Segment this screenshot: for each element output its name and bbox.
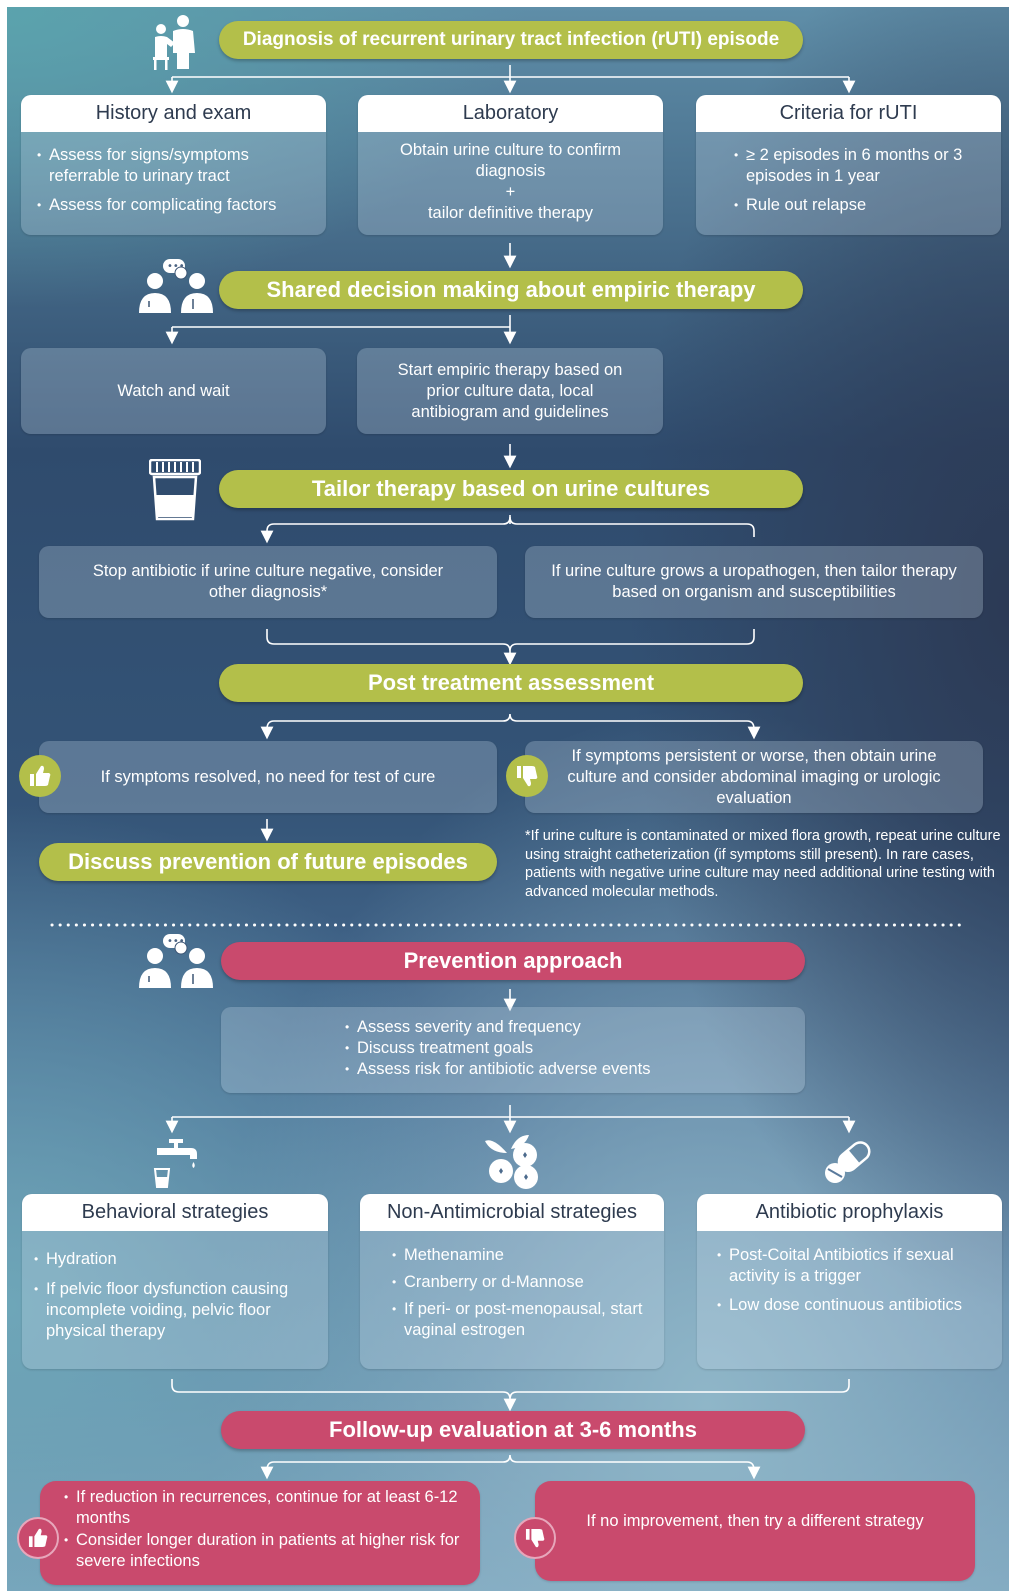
- culture-positive-box: If urine culture grows a uropathogen, th…: [525, 546, 983, 618]
- svg-text:•••: •••: [167, 936, 185, 947]
- criteria-header: Criteria for rUTI: [696, 95, 1001, 132]
- step2-title: Shared decision making about empiric the…: [266, 277, 756, 302]
- thumbs-up-icon-2: [17, 1517, 59, 1559]
- doctors-discussion-icon: •••: [137, 257, 217, 315]
- improved-item-1: If reduction in recurrences, continue fo…: [62, 1487, 466, 1529]
- non-antimicrobial-header: Non-Antimicrobial strategies: [360, 1194, 664, 1231]
- followup-title: Follow-up evaluation at 3-6 months: [329, 1417, 697, 1442]
- doctors-discussion-icon-2: •••: [137, 932, 217, 990]
- criteria-box: Criteria for rUTI ≥ 2 episodes in 6 mont…: [696, 95, 1001, 235]
- history-exam-box: History and exam Assess for signs/sympto…: [21, 95, 326, 235]
- laboratory-plus: +: [505, 183, 516, 201]
- prevention-item-3: Assess risk for antibiotic adverse event…: [343, 1059, 650, 1080]
- prevention-item-1: Assess severity and frequency: [343, 1017, 650, 1038]
- prevention-title: Prevention approach: [403, 948, 623, 973]
- symptoms-persistent-box: If symptoms persistent or worse, then ob…: [525, 741, 983, 813]
- footnote: *If urine culture is contaminated or mix…: [525, 828, 1001, 900]
- watch-wait-box: Watch and wait: [21, 348, 326, 434]
- symptoms-resolved-text: If symptoms resolved, no need for test o…: [100, 767, 436, 786]
- laboratory-header: Laboratory: [358, 95, 663, 132]
- improved-item-2: Consider longer duration in patients at …: [62, 1530, 466, 1572]
- antibiotic-prophylaxis-box: Antibiotic prophylaxis Post-Coital Antib…: [697, 1194, 1002, 1369]
- thumbs-down-icon: [506, 755, 548, 797]
- doctor-patient-icon: [149, 13, 201, 71]
- flowchart-canvas: Diagnosis of recurrent urinary tract inf…: [7, 7, 1009, 1591]
- antibiotic-item-1: Post-Coital Antibiotics if sexual activi…: [715, 1245, 994, 1287]
- discuss-prevention-pill: Discuss prevention of future episodes: [39, 843, 497, 881]
- history-item-1: Assess for signs/symptoms referrable to …: [35, 145, 316, 187]
- step4-title-pill: Post treatment assessment: [219, 664, 803, 702]
- prevention-assessment-box: Assess severity and frequency Discuss tr…: [221, 1007, 805, 1093]
- empiric-therapy-box: Start empiric therapy based on prior cul…: [357, 348, 663, 434]
- culture-negative-text: Stop antibiotic if urine culture negativ…: [92, 562, 444, 601]
- no-improvement-box: If no improvement, then try a different …: [535, 1481, 975, 1581]
- behavioral-item-2: If pelvic floor dysfunction causing inco…: [32, 1279, 318, 1342]
- urine-cup-icon: [148, 458, 202, 521]
- step4-title: Post treatment assessment: [367, 670, 655, 695]
- symptoms-resolved-box: If symptoms resolved, no need for test o…: [39, 741, 497, 813]
- prevention-item-2: Discuss treatment goals: [343, 1038, 650, 1059]
- empiric-therapy-text: Start empiric therapy based on prior cul…: [397, 360, 623, 421]
- watch-wait-text: Watch and wait: [117, 381, 230, 400]
- symptoms-persistent-text: If symptoms persistent or worse, then ob…: [567, 746, 941, 807]
- step2-title-pill: Shared decision making about empiric the…: [219, 271, 803, 309]
- svg-text:•••: •••: [167, 261, 185, 272]
- history-item-2: Assess for complicating factors: [35, 195, 316, 216]
- step1-title-pill: Diagnosis of recurrent urinary tract inf…: [219, 21, 803, 59]
- behavioral-item-1: Hydration: [32, 1249, 318, 1270]
- step3-title: Tailor therapy based on urine cultures: [311, 476, 711, 501]
- history-exam-header: History and exam: [21, 95, 326, 132]
- prevention-title-pill: Prevention approach: [221, 942, 805, 980]
- step3-title-pill: Tailor therapy based on urine cultures: [219, 470, 803, 508]
- culture-positive-text: If urine culture grows a uropathogen, th…: [551, 562, 957, 601]
- non-antimicrobial-item-3: If peri- or post-menopausal, start vagin…: [390, 1299, 654, 1341]
- followup-title-pill: Follow-up evaluation at 3-6 months: [221, 1411, 805, 1449]
- criteria-item-1: ≥ 2 episodes in 6 months or 3 episodes i…: [732, 145, 991, 187]
- laboratory-line-2: tailor definitive therapy: [427, 204, 594, 222]
- laboratory-line-1: Obtain urine culture to confirm diagnosi…: [399, 141, 622, 180]
- improved-box: If reduction in recurrences, continue fo…: [40, 1481, 480, 1585]
- antibiotic-item-2: Low dose continuous antibiotics: [715, 1295, 994, 1316]
- non-antimicrobial-box: Non-Antimicrobial strategies Methenamine…: [360, 1194, 664, 1369]
- non-antimicrobial-item-2: Cranberry or d-Mannose: [390, 1272, 654, 1293]
- antibiotic-prophylaxis-header: Antibiotic prophylaxis: [697, 1194, 1002, 1231]
- behavioral-strategies-box: Behavioral strategies Hydration If pelvi…: [22, 1194, 328, 1369]
- water-faucet-icon: [153, 1135, 199, 1189]
- non-antimicrobial-item-1: Methenamine: [390, 1245, 654, 1266]
- pill-capsule-icon: [824, 1138, 874, 1184]
- step1-title: Diagnosis of recurrent urinary tract inf…: [242, 29, 780, 50]
- thumbs-down-icon-2: [514, 1517, 556, 1559]
- thumbs-up-icon: [19, 755, 61, 797]
- discuss-prevention-text: Discuss prevention of future episodes: [68, 849, 468, 874]
- cranberry-icon: [483, 1133, 543, 1189]
- laboratory-box: Laboratory Obtain urine culture to confi…: [358, 95, 663, 235]
- behavioral-header: Behavioral strategies: [22, 1194, 328, 1231]
- no-improvement-text: If no improvement, then try a different …: [586, 1511, 924, 1530]
- connector-lines: [50, 65, 969, 1480]
- culture-negative-box: Stop antibiotic if urine culture negativ…: [39, 546, 497, 618]
- criteria-item-2: Rule out relapse: [732, 195, 991, 216]
